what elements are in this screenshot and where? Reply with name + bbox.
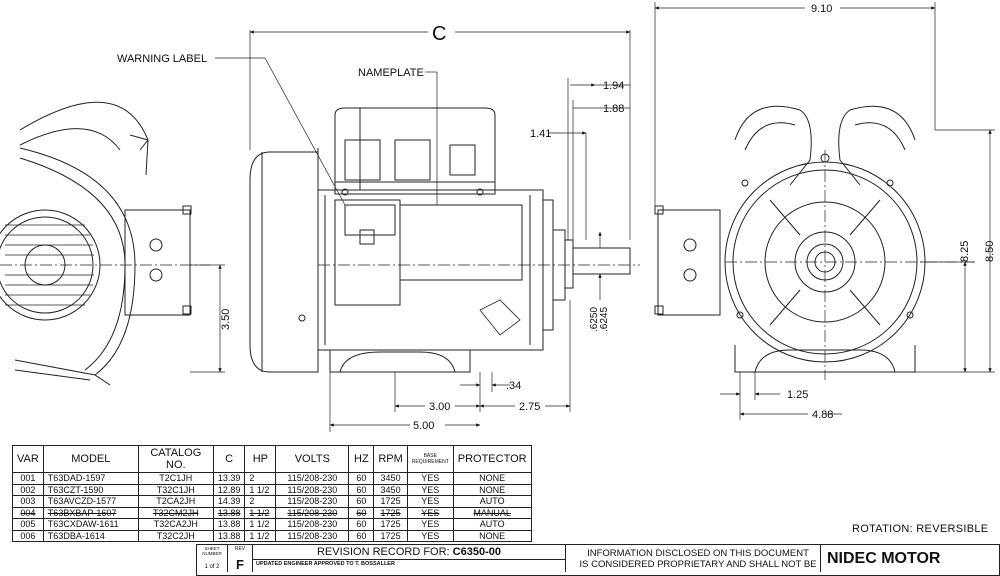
warning-label-text: WARNING LABEL xyxy=(117,53,207,65)
revision-record-doc: C6350-00 xyxy=(452,546,501,558)
dim-2-75: 2.75 xyxy=(519,401,540,413)
col-c: C xyxy=(212,445,246,473)
motor-drawing: WARNING LABEL NAMEPLATE C 9.10 1.94 1.88… xyxy=(0,2,996,432)
rotation-note: ROTATION: REVERSIBLE xyxy=(852,523,989,535)
dim-3-50: 3.50 xyxy=(220,309,232,330)
dim-4-88: 4.88 xyxy=(812,409,833,421)
dim-5-00: 5.00 xyxy=(413,420,434,432)
sheet-number: 1 of 2 xyxy=(204,564,220,570)
drive-end-view xyxy=(654,2,995,420)
nameplate-label-text: NAMEPLATE xyxy=(358,67,424,79)
col-var: VAR xyxy=(12,445,44,473)
revision-record-heading: REVISION RECORD FOR: C6350-00 xyxy=(254,546,564,558)
revision-record-label: REVISION RECORD FOR: xyxy=(316,546,450,558)
motor-side-view xyxy=(249,30,640,373)
table-header-row: VAR MODEL CATALOG NO. C HP VOLTS HZ RPM … xyxy=(12,445,532,473)
col-volts: VOLTS xyxy=(275,445,350,473)
proprietary-notice: INFORMATION DISCLOSED ON THIS DOCUMENT I… xyxy=(578,548,818,570)
dim-3-00: 3.00 xyxy=(429,401,450,413)
dim-8-25: 8.25 xyxy=(959,241,971,262)
dim-8-50: 8.50 xyxy=(984,241,996,262)
dim-1-25: 1.25 xyxy=(787,389,808,401)
notice-line-2: IS CONSIDERED PROPRIETARY AND SHALL NOT … xyxy=(579,559,817,570)
dim-0-34: .34 xyxy=(506,380,521,392)
sheet-number-label: SHEET NUMBER xyxy=(202,546,222,556)
dim-6245: .6245 xyxy=(599,307,610,332)
dim-6250: .6250 xyxy=(589,307,600,332)
col-model: MODEL xyxy=(42,445,139,473)
revision-entry: UPDATED ENGINEER APPROVED TO T. BOSSALLE… xyxy=(256,561,395,567)
col-protector: PROTECTOR xyxy=(452,445,532,473)
dim-1-41: 1.41 xyxy=(530,128,551,140)
fan-end-view xyxy=(0,101,210,386)
dim-c: C xyxy=(432,23,446,45)
brand-name: NIDEC MOTOR xyxy=(827,550,941,567)
rev-label: REV xyxy=(234,546,246,552)
col-base: BASE REQUIREMENT xyxy=(406,445,454,473)
col-rpm: RPM xyxy=(373,445,408,473)
rev-letter: F xyxy=(236,557,244,572)
col-hp: HP xyxy=(244,445,277,473)
col-catalog: CATALOG NO. xyxy=(137,445,214,473)
dim-1-88: 1.88 xyxy=(603,103,624,115)
notice-line-1: INFORMATION DISCLOSED ON THIS DOCUMENT xyxy=(587,548,809,559)
dim-1-94: 1.94 xyxy=(603,80,624,92)
spec-table: VAR MODEL CATALOG NO. C HP VOLTS HZ RPM … xyxy=(12,445,532,542)
col-hz: HZ xyxy=(348,445,375,473)
dim-9-10: 9.10 xyxy=(811,3,832,15)
